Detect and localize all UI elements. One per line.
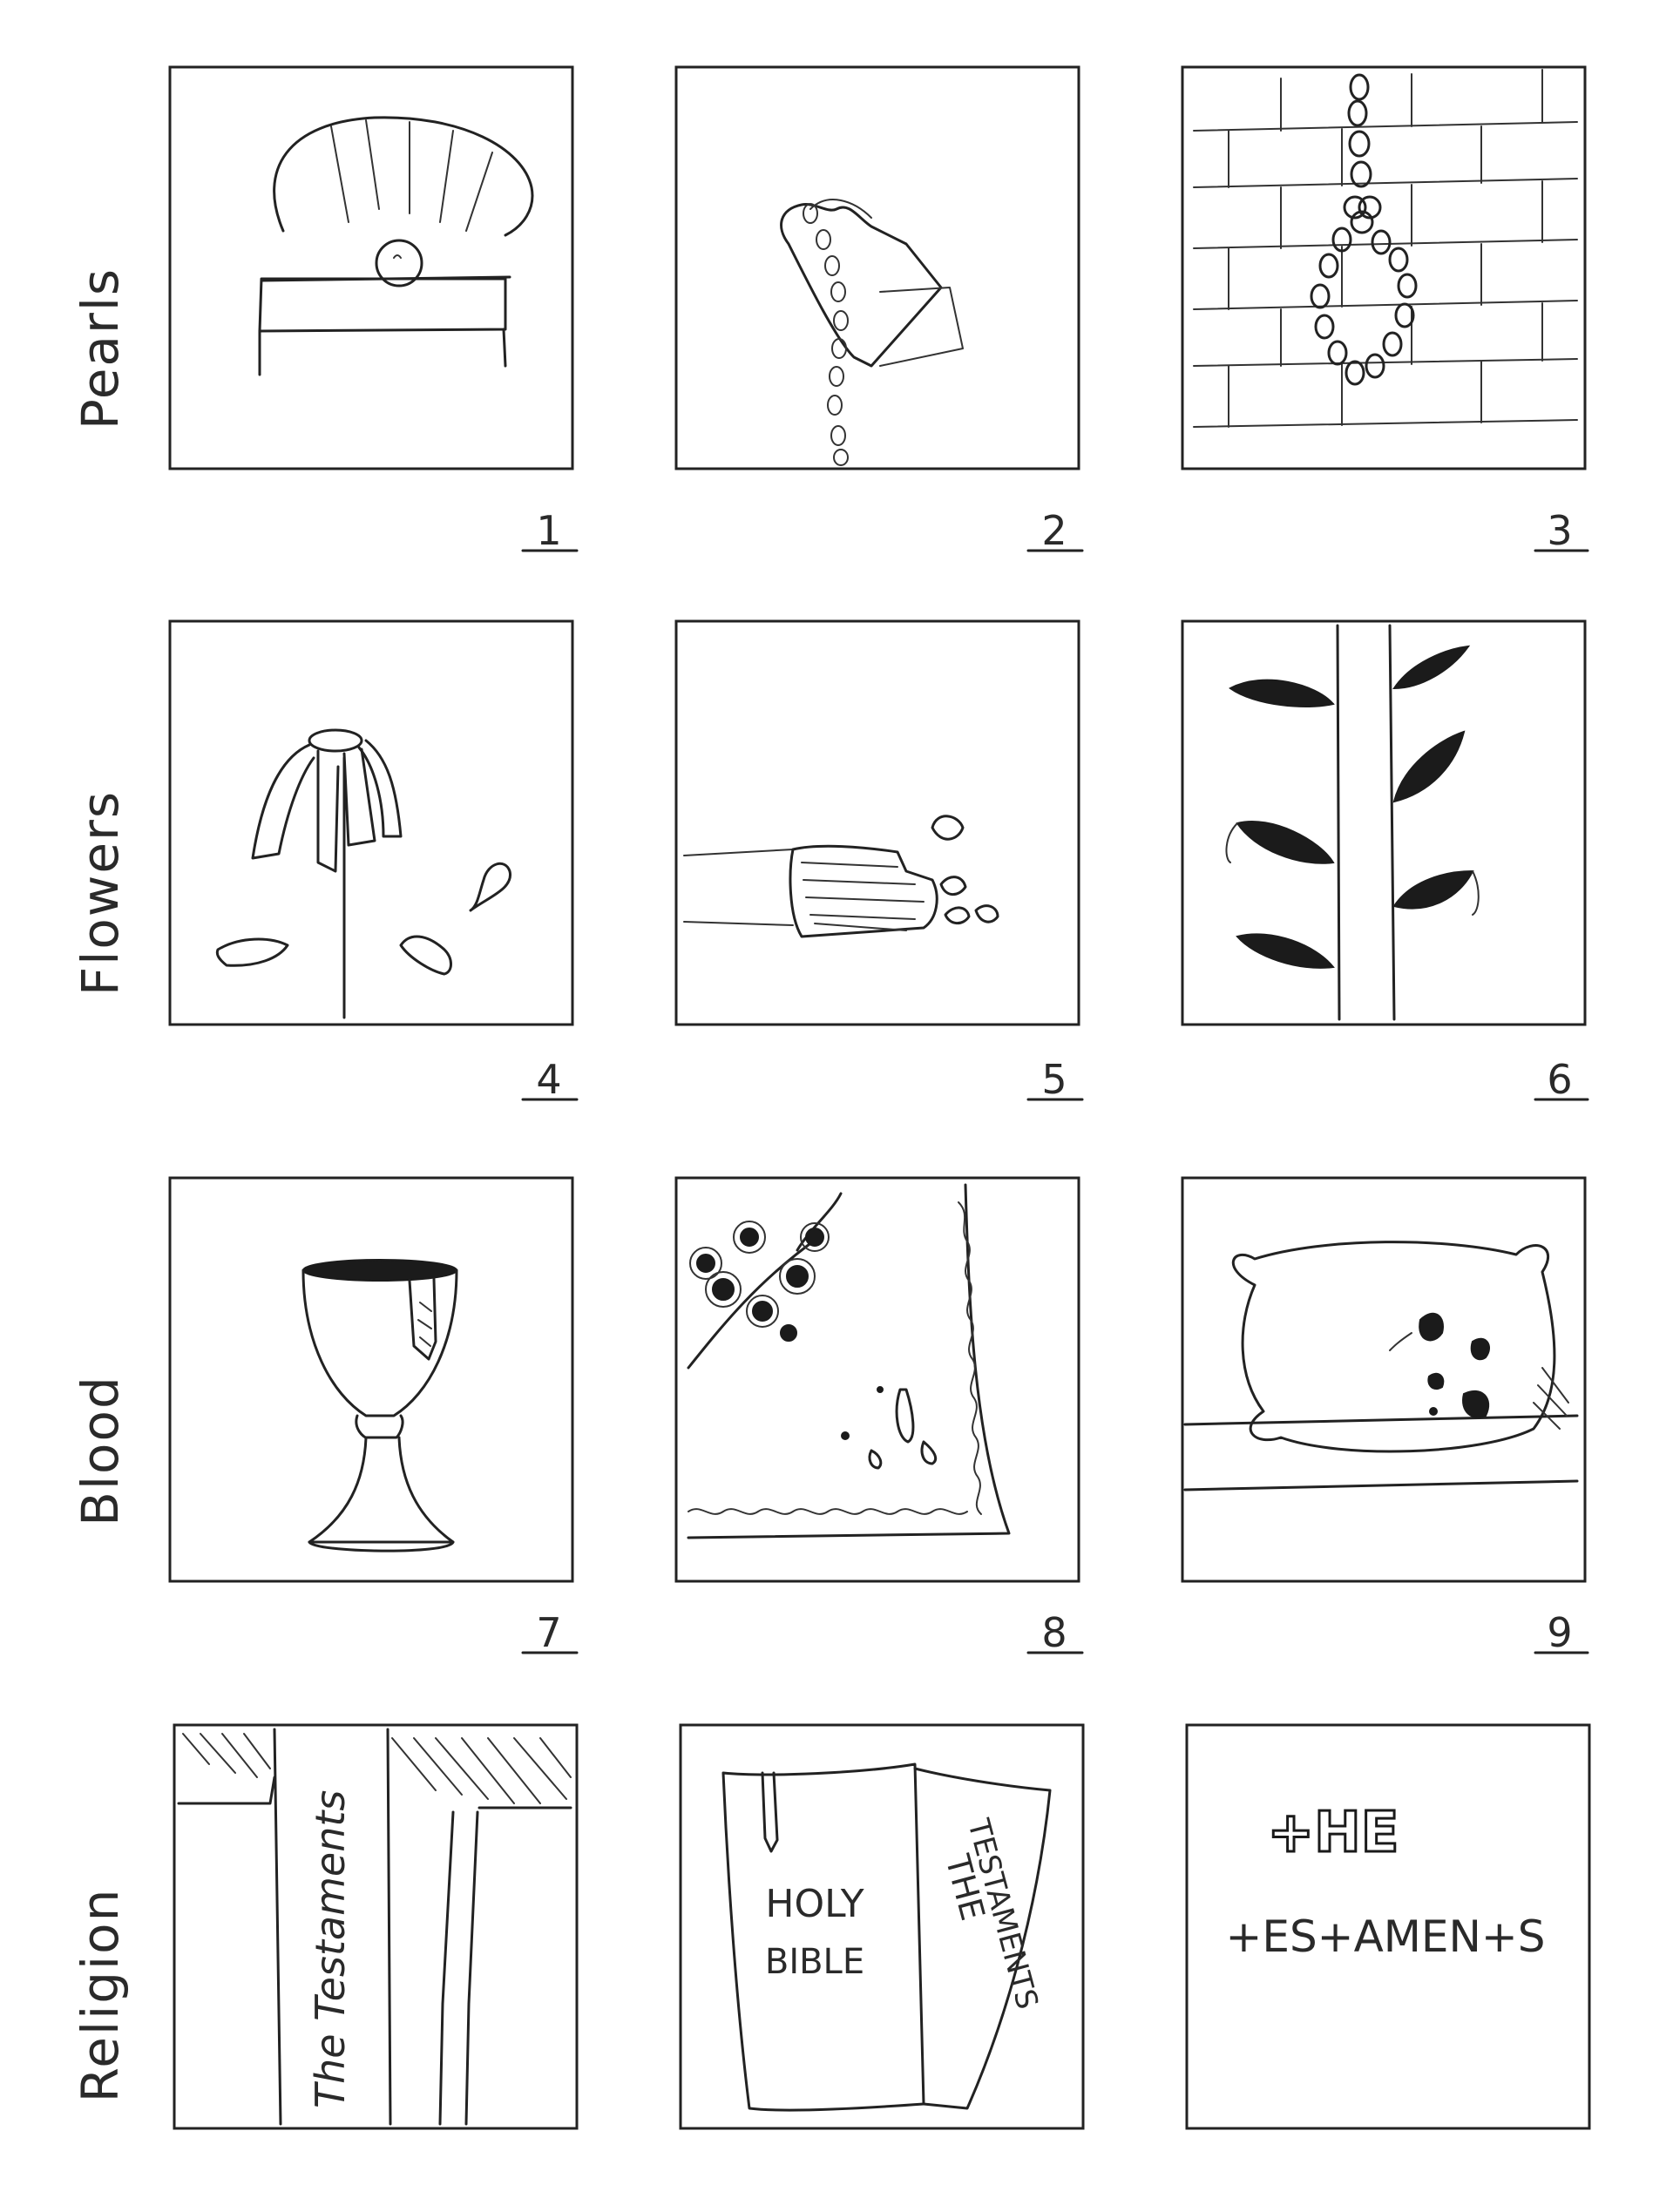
panel-6: 6 [1181,619,1589,1103]
praying-hands-drawing [780,199,964,466]
testaments-text-line1: +HE [1268,1801,1399,1865]
panel-number-7: 7 [536,1609,561,1656]
panel-8: 8 [674,1176,1084,1656]
panel-11: HOLY BIBLE THE TESTAMENTS [679,1723,1085,2130]
panel-number-2: 2 [1041,507,1067,554]
wilting-flower-drawing [215,728,511,1019]
panel-number-4: 4 [536,1056,561,1103]
panel-12: +HE +ES+AMEN+S [1185,1723,1591,2130]
panel-7: 7 [168,1176,579,1656]
bible-testaments-drawing: HOLY BIBLE THE TESTAMENTS [721,1762,1052,2112]
row-label-blood: Blood [71,1375,130,1526]
book-on-shelf-drawing [177,1728,572,2126]
chalice-drawing [301,1259,458,1552]
row-label-flowers: Flowers [71,790,130,996]
panel-3: 3 [1181,65,1589,554]
handkerchief-blossoms-drawing [687,1183,1011,1539]
testaments-text-line2: +ES+AMEN+S [1225,1911,1545,1962]
panel-2: 2 [674,65,1084,554]
pillow-blood-drawing [1183,1241,1579,1492]
panel-5: 5 [674,619,1084,1103]
panel-4: 4 [168,619,579,1103]
bible-title-line1: HOLY [765,1882,864,1926]
panel-number-3: 3 [1547,507,1572,554]
panel-9: 9 [1181,1176,1589,1656]
panel-10: The Testaments [173,1723,579,2130]
hand-petals-drawing [683,815,999,938]
panel-number-8: 8 [1041,1609,1067,1656]
panel-number-6: 6 [1547,1056,1572,1103]
panel-number-9: 9 [1547,1609,1572,1656]
bible-title-line2: BIBLE [765,1942,864,1982]
oyster-pearl-drawing [258,116,534,376]
panel-number-5: 5 [1041,1056,1067,1103]
panel-number-1: 1 [536,507,561,554]
row-label-religion: Religion [71,1888,130,2103]
stem-dark-leaves-drawing [1225,624,1480,1021]
row-label-pearls: Pearls [71,267,130,430]
panel-1: 1 [168,65,579,554]
brick-wall-pearls-drawing [1193,69,1578,428]
book-spine-title: The Testaments [307,1790,354,2108]
